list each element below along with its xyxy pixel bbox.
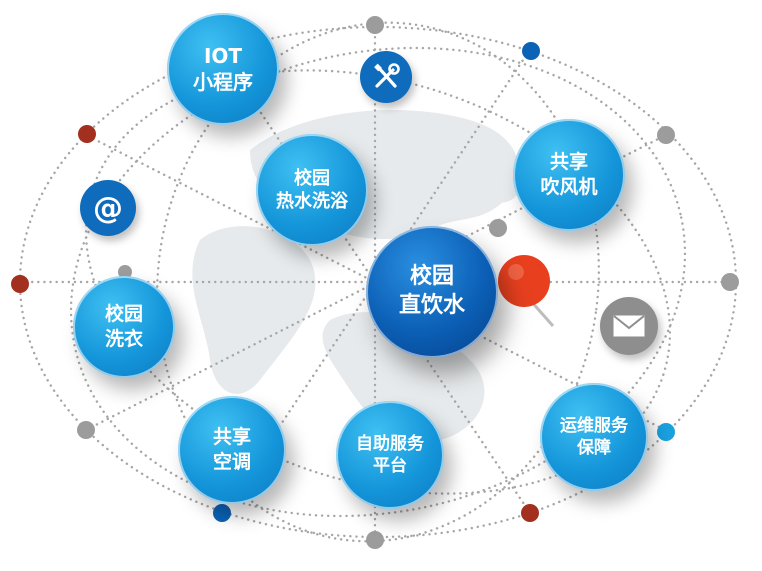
node-label: 直饮水 — [398, 293, 465, 318]
orbit-dots — [11, 16, 739, 549]
node-label: 平台 — [373, 456, 407, 476]
node-label: 校园 — [294, 167, 330, 189]
node-label: 吹风机 — [540, 176, 598, 198]
at-sign-icon: @ — [80, 180, 136, 236]
orbit-dot — [118, 265, 132, 279]
orbit-dot — [489, 219, 507, 237]
node-label: 洗衣 — [104, 328, 143, 350]
node-label: 校园 — [104, 303, 143, 326]
wrench-screwdriver-icon — [360, 51, 412, 103]
node-label: 运维服务 — [560, 415, 628, 436]
orbit-dot — [522, 42, 540, 60]
location-pin-icon — [498, 255, 555, 327]
node-label: 小程序 — [193, 70, 253, 94]
node-campus-hot-water[interactable]: 校园 热水洗浴 — [256, 134, 368, 246]
orbit-dot — [366, 16, 384, 34]
node-self-service-platform[interactable]: 自助服务 平台 — [336, 401, 444, 509]
node-label: 共享 — [549, 151, 588, 174]
node-campus-drinking-water[interactable]: 校园 直饮水 — [366, 226, 498, 358]
orbit-dot — [11, 275, 29, 293]
node-label: 自助服务 — [356, 433, 424, 454]
orbit-dot — [213, 504, 231, 522]
orbit-dot — [657, 423, 675, 441]
node-label: IOT — [203, 44, 243, 68]
node-label: 空调 — [212, 451, 251, 473]
orbit-dot — [721, 273, 739, 291]
orbit-dot — [657, 126, 675, 144]
node-label: 共享 — [212, 426, 251, 449]
orbit-dot — [77, 421, 95, 439]
envelope-icon — [600, 297, 658, 355]
orbit-dot — [366, 531, 384, 549]
node-maintenance-service[interactable]: 运维服务 保障 — [540, 383, 648, 491]
node-shared-hair-dryer[interactable]: 共享 吹风机 — [513, 119, 625, 231]
node-shared-air-conditioning[interactable]: 共享 空调 — [178, 396, 286, 504]
orbit-dot — [78, 125, 96, 143]
orbit-dot — [521, 504, 539, 522]
node-campus-laundry[interactable]: 校园 洗衣 — [73, 276, 175, 378]
node-label: 校园 — [409, 264, 454, 290]
node-iot-miniprogram[interactable]: IOT 小程序 — [167, 13, 279, 125]
at-glyph: @ — [93, 190, 123, 226]
node-label: 保障 — [577, 438, 611, 458]
node-label: 热水洗浴 — [276, 191, 348, 212]
